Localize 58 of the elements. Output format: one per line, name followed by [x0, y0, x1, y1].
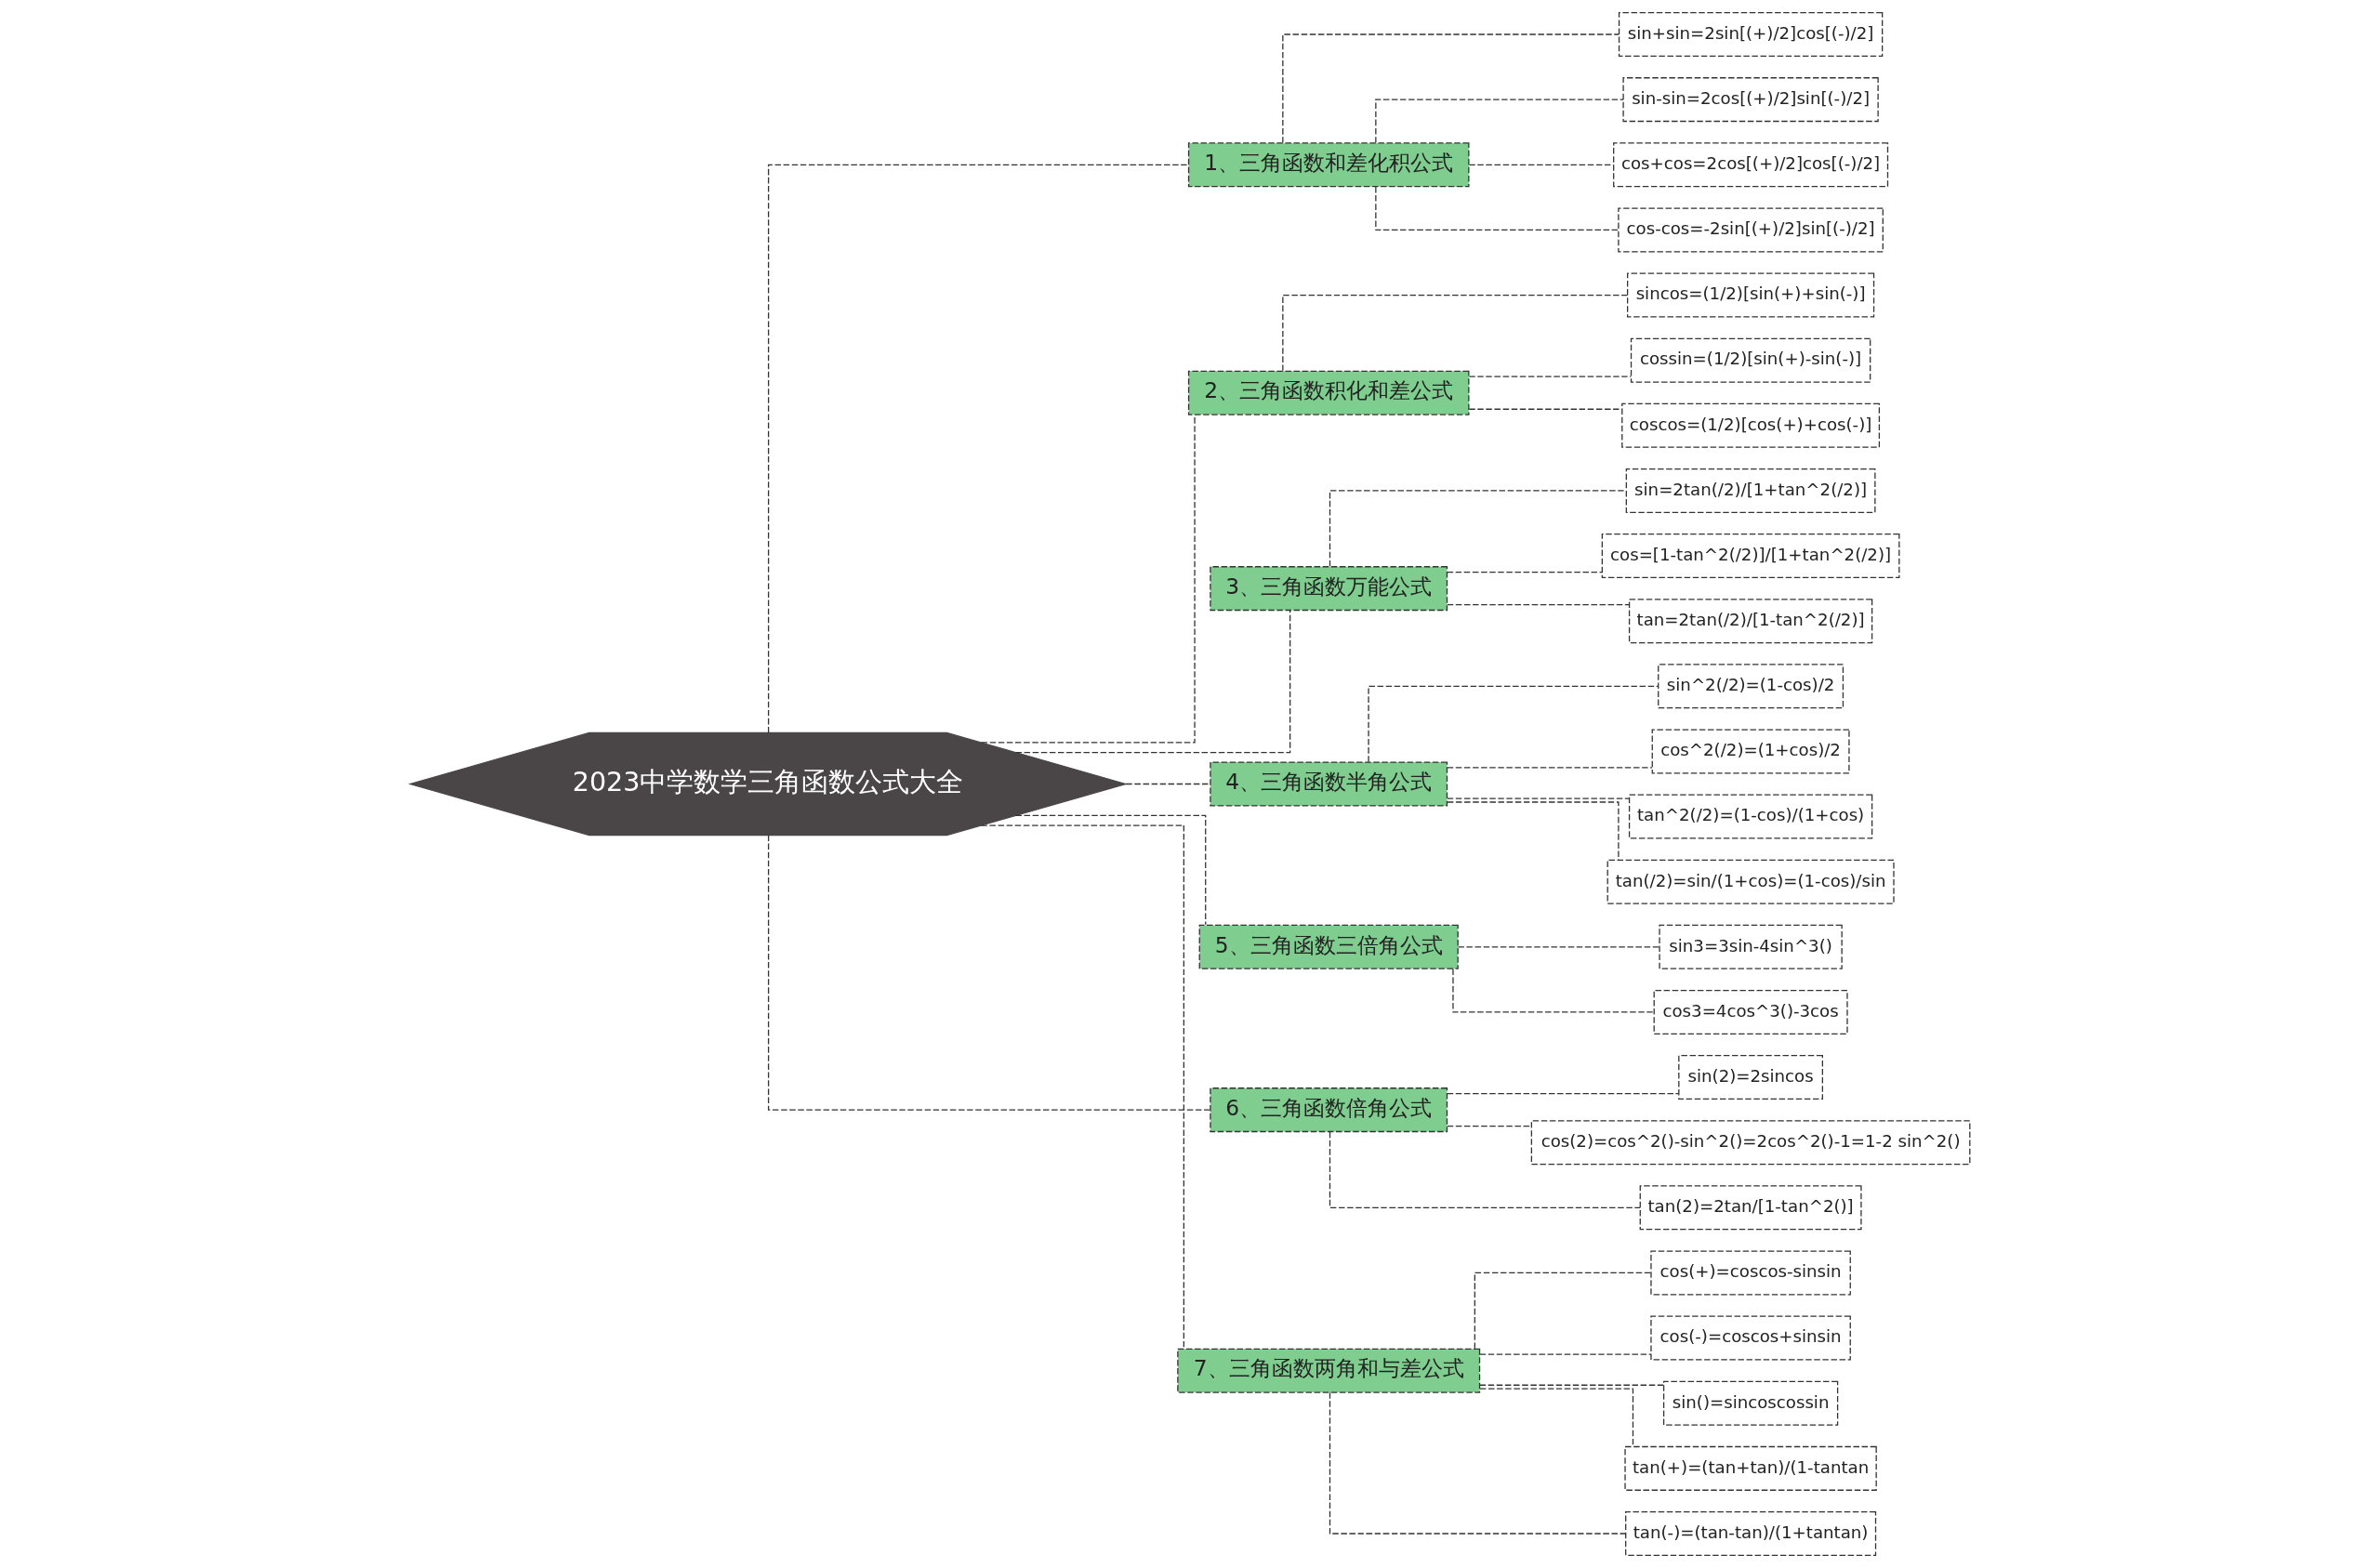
connector	[767, 835, 1211, 1111]
node-box: sin+sin=2sin[(+)/2]cos[(-)/2]	[1618, 12, 1884, 58]
node-box: tan^2(/2)=(1-cos)/(1+cos)	[1628, 794, 1873, 839]
node-box: 3、三角函数万能公式	[1210, 566, 1448, 612]
connector	[1282, 33, 1620, 144]
connector	[1447, 801, 1620, 861]
connector	[1468, 376, 1632, 377]
connector	[1282, 294, 1629, 372]
connector	[1447, 604, 1631, 606]
node-box: cos(2)=cos^2()-sin^2()=2cos^2()-1=1-2 sin^2()	[1530, 1120, 1971, 1166]
connector	[767, 164, 1189, 734]
connector	[1368, 685, 1659, 763]
node-box: cos3=4cos^3()-3cos	[1653, 989, 1848, 1034]
node-box: 7、三角函数两角和与差公式	[1177, 1348, 1481, 1393]
node-box: coscos=(1/2)[cos(+)+cos(-)]	[1621, 402, 1881, 448]
node-box: sin=2tan(/2)/[1+tan^2(/2)]	[1625, 468, 1876, 513]
node-box: cos-cos=-2sin[(+)/2]sin[(-)/2]	[1618, 207, 1884, 253]
connector	[1452, 968, 1655, 1013]
node-box: tan(2)=2tan/[1-tan^2()]	[1639, 1185, 1862, 1231]
node-box: 2、三角函数积化和差公式	[1187, 370, 1470, 415]
node-box: tan(+)=(tan+tan)/(1-tantan	[1624, 1445, 1877, 1491]
node-box: cos+cos=2cos[(+)/2]cos[(-)/2]	[1613, 142, 1889, 188]
connector	[1474, 1272, 1652, 1350]
connector	[980, 824, 1184, 1350]
connector	[1375, 99, 1624, 144]
node-box: 5、三角函数三倍角公式	[1198, 924, 1459, 969]
connector	[1375, 186, 1619, 231]
node-box: tan(/2)=sin/(1+cos)=(1-cos)/sin	[1606, 859, 1895, 904]
node-box: 4、三角函数半角公式	[1210, 761, 1448, 807]
connector	[1447, 797, 1631, 799]
node-box: tan=2tan(/2)/[1-tan^2(/2)]	[1628, 599, 1873, 644]
connector	[1447, 571, 1603, 573]
node-box: cos=[1-tan^2(/2)]/[1+tan^2(/2)]	[1601, 534, 1900, 579]
node-box: sin()=sincoscossin	[1662, 1380, 1839, 1426]
node-box: cos^2(/2)=(1+cos)/2	[1651, 729, 1850, 774]
node-box: sin-sin=2cos[(+)/2]sin[(-)/2]	[1622, 77, 1879, 123]
node-box: sin(2)=2sincos	[1678, 1055, 1823, 1100]
node-box: sincos=(1/2)[sin(+)+sin(-)]	[1627, 272, 1875, 318]
node-box: 6、三角函数倍角公式	[1210, 1087, 1448, 1133]
connector	[1479, 1353, 1652, 1355]
connector	[1479, 1384, 1665, 1386]
node-box: cossin=(1/2)[sin(+)-sin(-)]	[1630, 337, 1871, 383]
connector	[1329, 1391, 1627, 1535]
connector	[1457, 946, 1660, 948]
connector	[1447, 1092, 1680, 1095]
node-box: tan(-)=(tan-tan)/(1+tantan)	[1625, 1510, 1877, 1556]
connector	[1014, 814, 1207, 926]
node-box: sin3=3sin-4sin^3()	[1659, 924, 1843, 969]
connector	[1447, 767, 1653, 769]
connector	[1447, 1126, 1532, 1127]
connector	[1014, 609, 1291, 754]
node-box: 1、三角函数和差化积公式	[1187, 142, 1470, 188]
connector	[1329, 490, 1627, 567]
node-box: cos(-)=coscos+sinsin	[1650, 1315, 1851, 1361]
connector	[1329, 1131, 1641, 1208]
node-box: cos(+)=coscos-sinsin	[1650, 1250, 1851, 1296]
node-box: sin^2(/2)=(1-cos)/2	[1658, 664, 1844, 709]
connector	[980, 414, 1196, 744]
